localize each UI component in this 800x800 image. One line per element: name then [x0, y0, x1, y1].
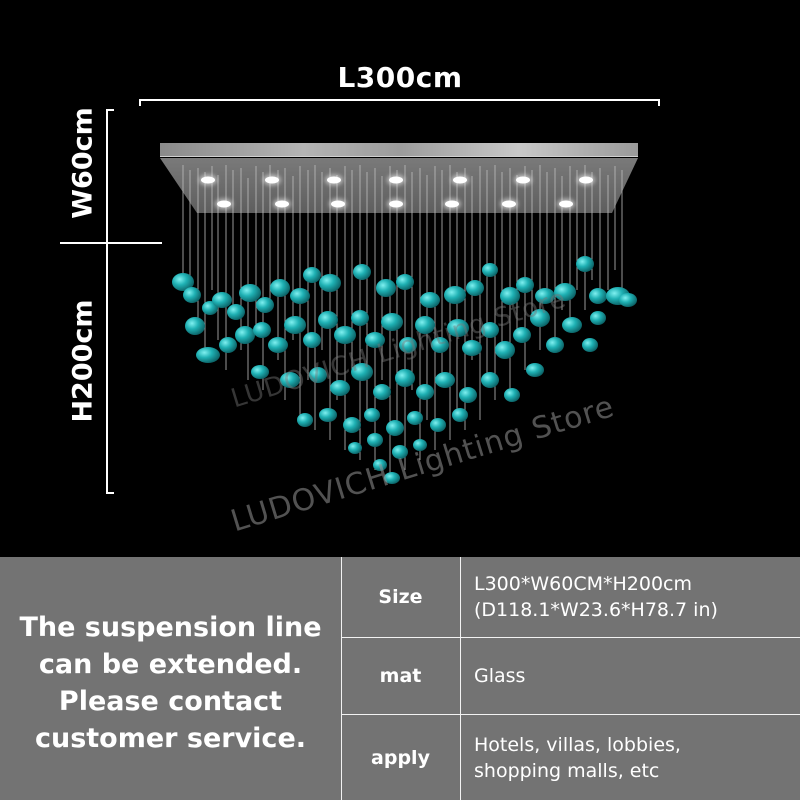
vertical-tick-top	[106, 109, 114, 111]
downlight	[389, 176, 403, 184]
table-divider-horizontal	[341, 637, 800, 638]
spec-value-line: Glass	[474, 665, 526, 687]
spec-value: Glass	[460, 663, 525, 689]
downlight	[265, 176, 279, 184]
spec-key: Size	[378, 586, 423, 608]
table-divider-horizontal	[341, 714, 800, 715]
downlight	[389, 200, 403, 208]
spec-row-apply: apply Hotels, villas, lobbies, shopping …	[341, 715, 800, 800]
product-info-panel: The suspension line can be extended. Ple…	[0, 557, 800, 800]
extension-note: The suspension line can be extended. Ple…	[0, 557, 341, 800]
teal-glass-crystal-cluster	[172, 256, 637, 484]
downlight	[201, 176, 215, 184]
vertical-dimension-line	[106, 109, 108, 494]
ceiling-panel-underside	[160, 158, 638, 213]
downlight	[445, 200, 459, 208]
spec-value-line: (D118.1*W23.6*H78.7 in)	[474, 599, 718, 621]
note-line: The suspension line	[19, 612, 322, 643]
downlight	[502, 200, 516, 208]
table-divider-vertical	[341, 557, 342, 800]
downlight	[275, 200, 289, 208]
downlight	[453, 176, 467, 184]
vertical-tick-bottom	[106, 492, 114, 494]
downlight	[559, 200, 573, 208]
downlight	[217, 200, 231, 208]
note-line: can be extended.	[38, 649, 303, 680]
note-line: Please contact	[58, 686, 283, 717]
length-tick-left	[139, 99, 141, 106]
downlight	[516, 176, 530, 184]
downlight	[327, 176, 341, 184]
downlight	[579, 176, 593, 184]
spec-row-size: Size L300*W60CM*H200cm (D118.1*W23.6*H78…	[341, 557, 800, 637]
extension-note-text: The suspension line can be extended. Ple…	[19, 600, 321, 757]
ceiling-panel-front-edge	[160, 143, 638, 157]
spec-key: apply	[371, 746, 430, 769]
table-divider-vertical	[460, 557, 461, 800]
spec-key: mat	[379, 665, 422, 687]
length-dimension-line	[139, 99, 660, 101]
product-image: L300cm W60cm H200cm	[60, 61, 660, 540]
spec-value: Hotels, villas, lobbies, shopping malls,…	[460, 732, 681, 784]
spec-value-line: L300*W60CM*H200cm	[474, 573, 692, 595]
spec-value-line: Hotels, villas, lobbies,	[474, 733, 681, 756]
length-dimension-label: L300cm	[337, 61, 463, 94]
spec-value-line: shopping malls, etc	[474, 759, 660, 782]
spec-row-material: mat Glass	[341, 638, 800, 714]
width-height-separator-line	[60, 242, 162, 244]
spec-value: L300*W60CM*H200cm (D118.1*W23.6*H78.7 in…	[460, 571, 718, 623]
note-line: customer service.	[34, 723, 307, 754]
downlight	[331, 200, 345, 208]
length-tick-right	[658, 99, 660, 106]
